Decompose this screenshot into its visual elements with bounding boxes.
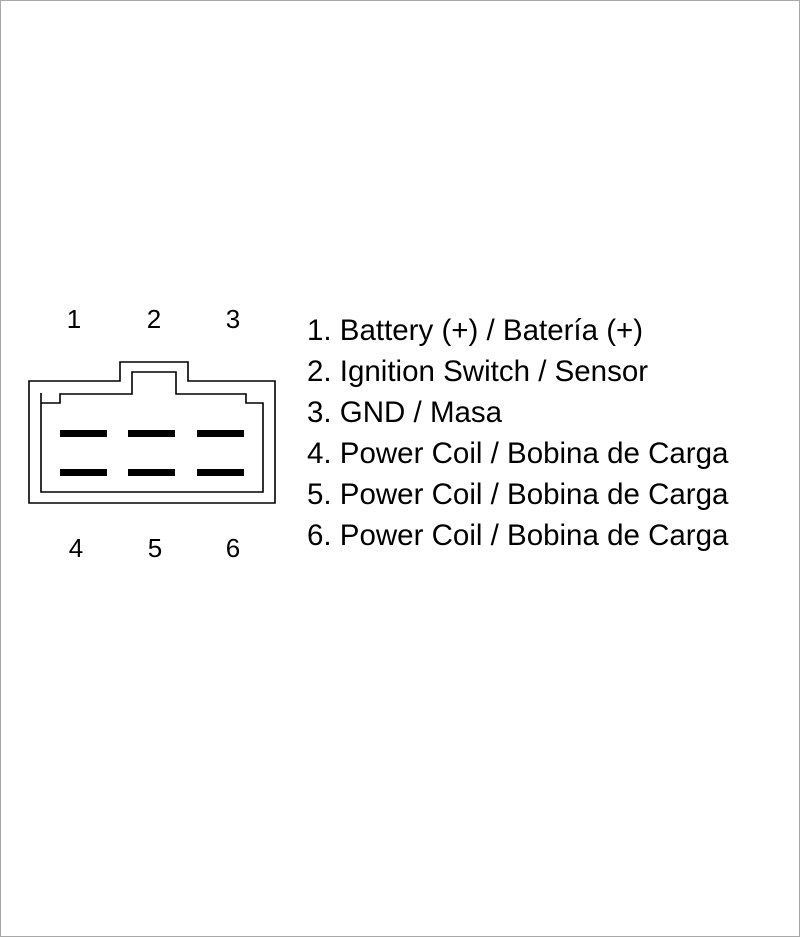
- connector-housing-inner: [40, 371, 264, 493]
- pin-label-4: 4: [69, 533, 83, 563]
- pin-label-5: 5: [148, 533, 162, 563]
- pin-label-3: 3: [226, 304, 240, 334]
- terminal-2: [128, 430, 175, 437]
- legend-item-5: 5. Power Coil / Bobina de Carga: [307, 478, 729, 511]
- pinout-legend: 1. Battery (+) / Batería (+) 2. Ignition…: [307, 310, 728, 556]
- terminal-5: [128, 469, 175, 476]
- pin-label-1: 1: [67, 304, 81, 334]
- terminal-4: [60, 469, 107, 476]
- terminal-1: [60, 430, 107, 437]
- legend-item-1: 1. Battery (+) / Batería (+): [307, 314, 644, 347]
- terminal-3: [197, 430, 244, 437]
- legend-item-2: 2. Ignition Switch / Sensor: [307, 355, 649, 388]
- pin-label-2: 2: [147, 304, 161, 334]
- pin-label-6: 6: [226, 533, 240, 563]
- legend-item-3: 3. GND / Masa: [307, 396, 503, 429]
- terminal-6: [197, 469, 244, 476]
- legend-item-4: 4. Power Coil / Bobina de Carga: [307, 437, 729, 470]
- legend-item-6: 6. Power Coil / Bobina de Carga: [307, 519, 729, 552]
- connector-housing-outer: [28, 361, 276, 504]
